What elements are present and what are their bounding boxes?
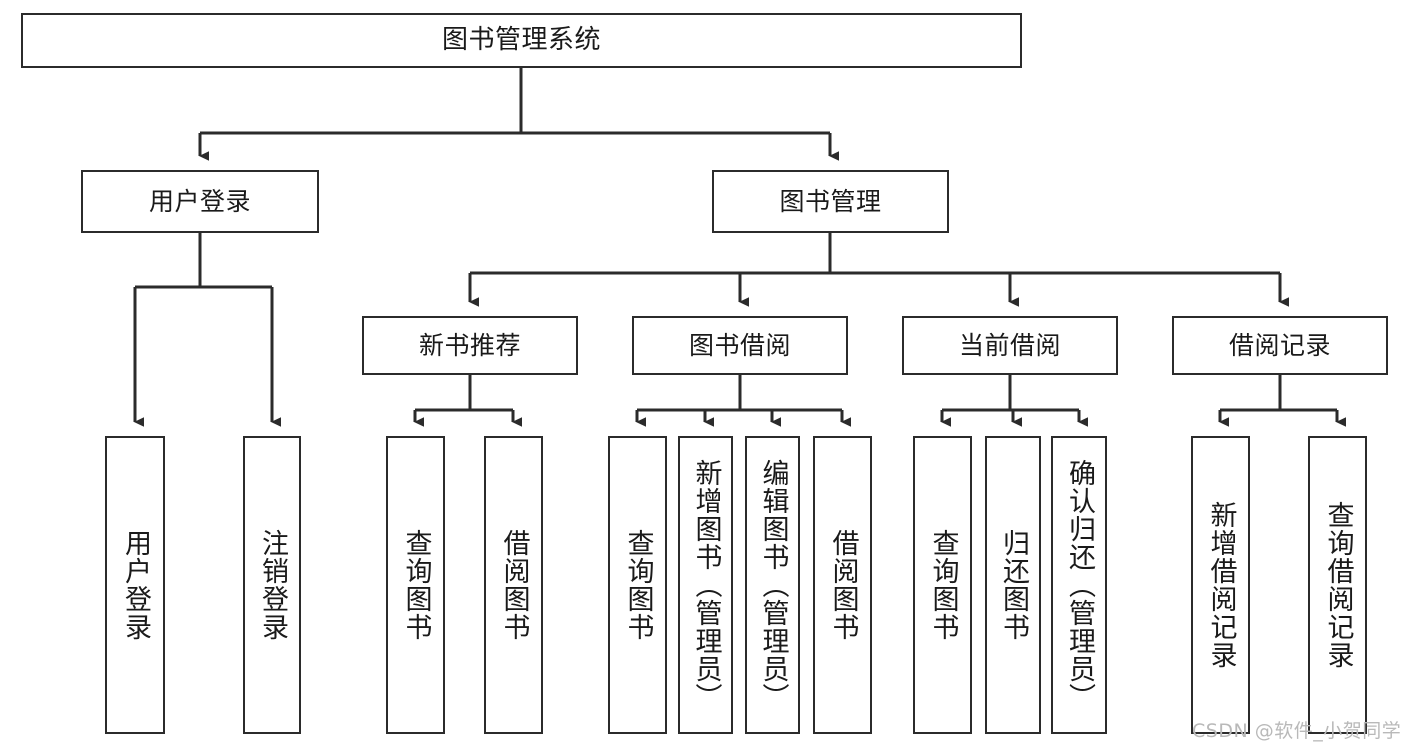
leaf-query-books-borrowing[interactable]: 查询图书	[608, 436, 667, 734]
leaf-borrow-books-recommend[interactable]: 借阅图书	[484, 436, 543, 734]
leaf-borrow-books-borrowing[interactable]: 借阅图书	[813, 436, 872, 734]
node-label: 查询借阅记录	[1322, 501, 1354, 669]
node-label: 新增图书（管理员）	[690, 459, 722, 711]
node-label: 借阅图书	[827, 529, 859, 641]
node-label: 图书管理系统	[441, 25, 601, 56]
leaf-add-book-admin[interactable]: 新增图书（管理员）	[678, 436, 733, 734]
csdn-watermark: CSDN @软件_小贺同学	[1192, 720, 1402, 742]
leaf-logout[interactable]: 注销登录	[243, 436, 301, 734]
node-label: 归还图书	[998, 529, 1030, 641]
node-label: 编辑图书（管理员）	[757, 459, 789, 711]
node-label: 图书借阅	[688, 330, 791, 360]
node-book-borrowing[interactable]: 图书借阅	[632, 316, 848, 375]
leaf-user-login[interactable]: 用户登录	[105, 436, 165, 734]
leaf-return-books[interactable]: 归还图书	[985, 436, 1041, 734]
node-label: 确认归还（管理员）	[1064, 459, 1096, 711]
node-label: 注销登录	[257, 529, 289, 641]
node-label: 查询图书	[622, 529, 654, 641]
node-borrowing-records[interactable]: 借阅记录	[1172, 316, 1388, 375]
leaf-confirm-return-admin[interactable]: 确认归还（管理员）	[1051, 436, 1107, 734]
leaf-query-borrow-record[interactable]: 查询借阅记录	[1308, 436, 1367, 734]
node-new-book-recommendation[interactable]: 新书推荐	[362, 316, 578, 375]
node-label: 用户登录	[148, 186, 251, 216]
node-label: 查询图书	[400, 529, 432, 641]
node-label: 当前借阅	[958, 330, 1061, 360]
leaf-query-books-recommend[interactable]: 查询图书	[386, 436, 445, 734]
leaf-add-borrow-record[interactable]: 新增借阅记录	[1191, 436, 1250, 734]
node-label: 借阅图书	[498, 529, 530, 641]
node-book-management[interactable]: 图书管理	[712, 170, 949, 233]
leaf-edit-book-admin[interactable]: 编辑图书（管理员）	[745, 436, 800, 734]
node-label: 新书推荐	[418, 330, 521, 360]
leaf-query-books-current[interactable]: 查询图书	[913, 436, 972, 734]
node-label: 新增借阅记录	[1205, 501, 1237, 669]
node-label: 借阅记录	[1228, 330, 1331, 360]
node-label: 查询图书	[927, 529, 959, 641]
node-root-book-management-system[interactable]: 图书管理系统	[21, 13, 1022, 68]
node-label: 图书管理	[779, 186, 882, 216]
node-label: 用户登录	[120, 529, 152, 641]
node-user-login[interactable]: 用户登录	[81, 170, 319, 233]
node-current-borrowing[interactable]: 当前借阅	[902, 316, 1118, 375]
